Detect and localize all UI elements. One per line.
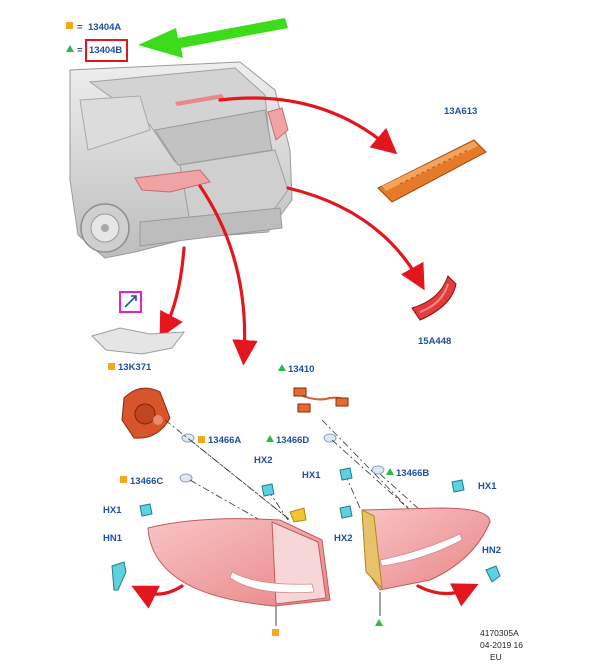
arrow-remove-right-lamp <box>416 583 479 607</box>
fastener-label-hn1: HN1 <box>103 533 123 544</box>
legend-triangle-code: 13404B <box>89 45 122 56</box>
part-label-13466B: 13466B <box>396 468 429 479</box>
bulb-13466B <box>371 465 385 475</box>
hx2-mid-fastener-icon: HX2 <box>334 505 353 544</box>
hx2-left-fastener-icon: HX2 <box>254 455 275 497</box>
legend-square-code: 13404A <box>88 22 121 33</box>
hn2-nut-icon: HN2 <box>482 545 501 583</box>
arrow-to-lamp-assembly <box>198 184 258 366</box>
fastener-label-hx2-mid: HX2 <box>334 533 352 544</box>
square-marker-icon <box>198 436 205 443</box>
triangle-marker-icon <box>375 619 383 626</box>
bulbs: 13466A 13466C 13466D 13466B <box>120 433 429 487</box>
vehicle-tail-lamp-left <box>134 169 211 193</box>
triangle-marker-icon <box>278 364 286 371</box>
lamp-housing: 13K371 <box>108 362 171 439</box>
square-marker-icon <box>272 629 279 636</box>
legend-equals-square: = <box>77 22 83 33</box>
arrow-to-high-mount-lamp <box>218 96 398 155</box>
reflector: 15A448 <box>411 275 457 347</box>
part-label-15A448: 15A448 <box>418 336 451 347</box>
arrow-to-trim-panel <box>159 246 186 339</box>
triangle-marker-icon <box>386 468 394 475</box>
diagram-code: 4170305A <box>480 628 519 638</box>
hn1-screw-icon: HN1 <box>103 533 127 591</box>
diagram-footer: 4170305A 04-2019 16 EU <box>480 628 523 662</box>
part-label-13466A: 13466A <box>208 435 241 446</box>
hx1-right-fastener-icon: HX1 <box>451 479 497 493</box>
wiring-harness: 13410 <box>278 364 349 413</box>
legend: = 13404A = 13404B <box>66 18 288 62</box>
highlight-box <box>85 39 128 62</box>
part-label-13A613: 13A613 <box>444 106 477 117</box>
triangle-marker-icon <box>266 435 274 442</box>
vehicle-tail-lamp-right <box>267 107 289 141</box>
right-tail-lamp <box>361 507 491 626</box>
vehicle-rear-view <box>69 61 293 259</box>
legend-equals-triangle: = <box>77 45 83 56</box>
fasteners: HX2 HX1 HN1 HX1 HX2 HX1 HN2 <box>103 455 501 591</box>
fastener-label-hn2: HN2 <box>482 545 501 556</box>
fastener-label-hx1-right: HX1 <box>478 481 497 492</box>
fastener-label-hx2-left: HX2 <box>254 455 272 466</box>
callout-arrows <box>131 96 479 609</box>
bulb-13466C <box>179 473 193 483</box>
trim-panel <box>91 291 186 355</box>
square-marker-icon <box>108 363 115 370</box>
triangle-marker-icon <box>66 45 74 52</box>
hx1-mid-fastener-icon: HX1 <box>302 467 353 481</box>
arrow-to-reflector <box>286 186 425 291</box>
part-label-13410: 13410 <box>288 364 314 375</box>
diagram-region: EU <box>490 652 502 662</box>
green-pointer-arrow <box>138 18 288 58</box>
bulb-13466D <box>323 433 337 443</box>
diagram-date: 04-2019 16 <box>480 640 523 650</box>
fastener-label-hx1-mid: HX1 <box>302 470 321 481</box>
left-tail-lamp <box>147 507 331 636</box>
square-marker-icon <box>120 476 127 483</box>
square-marker-icon <box>66 22 73 29</box>
arrow-remove-left-lamp <box>131 584 184 609</box>
bulb-13466A <box>181 433 195 443</box>
part-label-13466C: 13466C <box>130 476 163 487</box>
part-label-13466D: 13466D <box>276 435 309 446</box>
part-label-13K371: 13K371 <box>118 362 152 373</box>
fastener-label-hx1-left: HX1 <box>103 505 122 516</box>
hx1-left-fastener-icon: HX1 <box>103 503 153 517</box>
high-mount-stop-lamp: 13A613 <box>377 106 487 203</box>
